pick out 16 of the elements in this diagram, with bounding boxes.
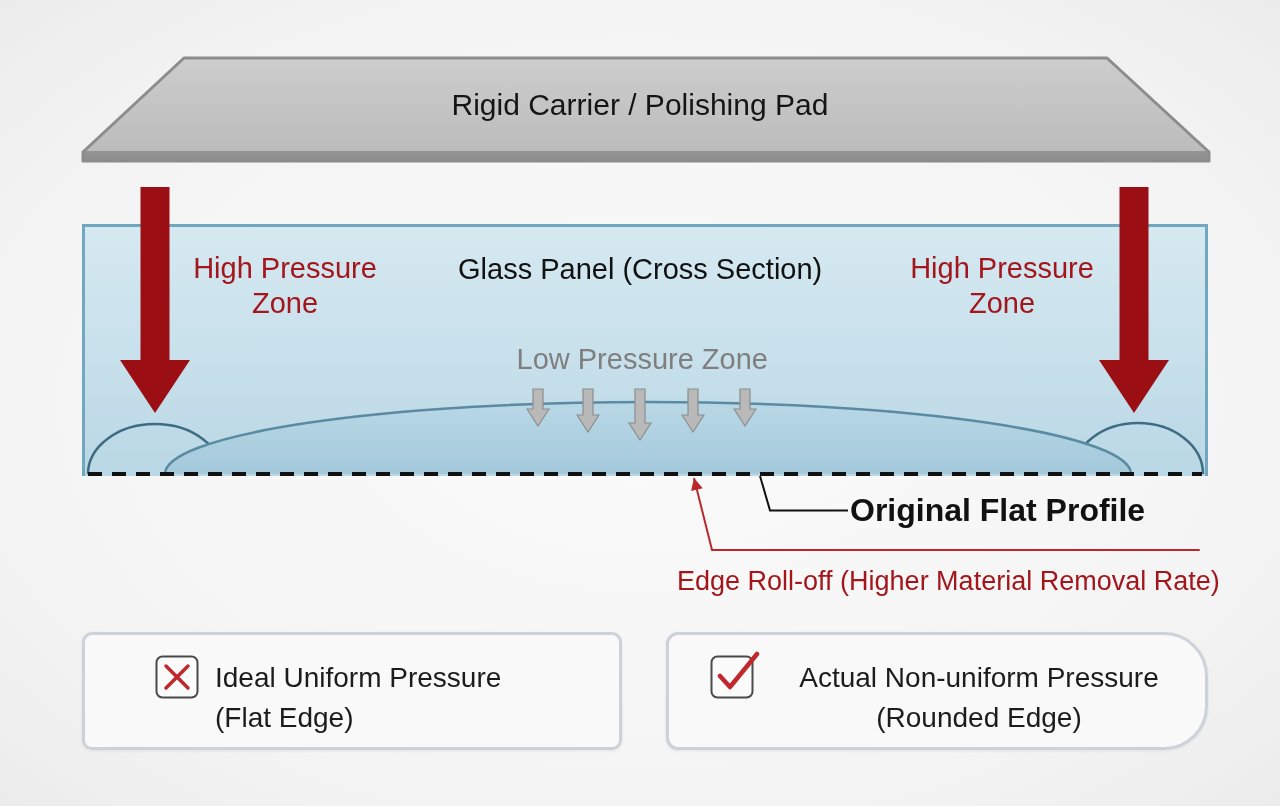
profile-label: Original Flat Profile [850,492,1146,529]
panel-title: Glass Panel (Cross Section) [458,253,823,287]
polishing-pad [80,56,1212,164]
zone-label: High Pressure Zone [192,251,378,321]
comparison-card [82,632,622,750]
comparison-card [666,632,1208,750]
zone-label: High Pressure Zone [909,251,1095,321]
glass-panel [82,224,1208,476]
leader-line [691,477,1201,551]
case-description: Actual Non-uniform Pressure (Rounded Edge) [798,661,1160,735]
case-description: Ideal Uniform Pressure (Flat Edge) [215,661,503,735]
leader-line [759,475,849,512]
zone-label: Low Pressure Zone [516,343,768,377]
flat-profile-line [88,472,1202,476]
pad-label: Rigid Carrier / Polishing Pad [451,88,829,123]
removal-rate-label: Edge Roll-off (Higher Material Removal Rate) [677,566,1220,598]
